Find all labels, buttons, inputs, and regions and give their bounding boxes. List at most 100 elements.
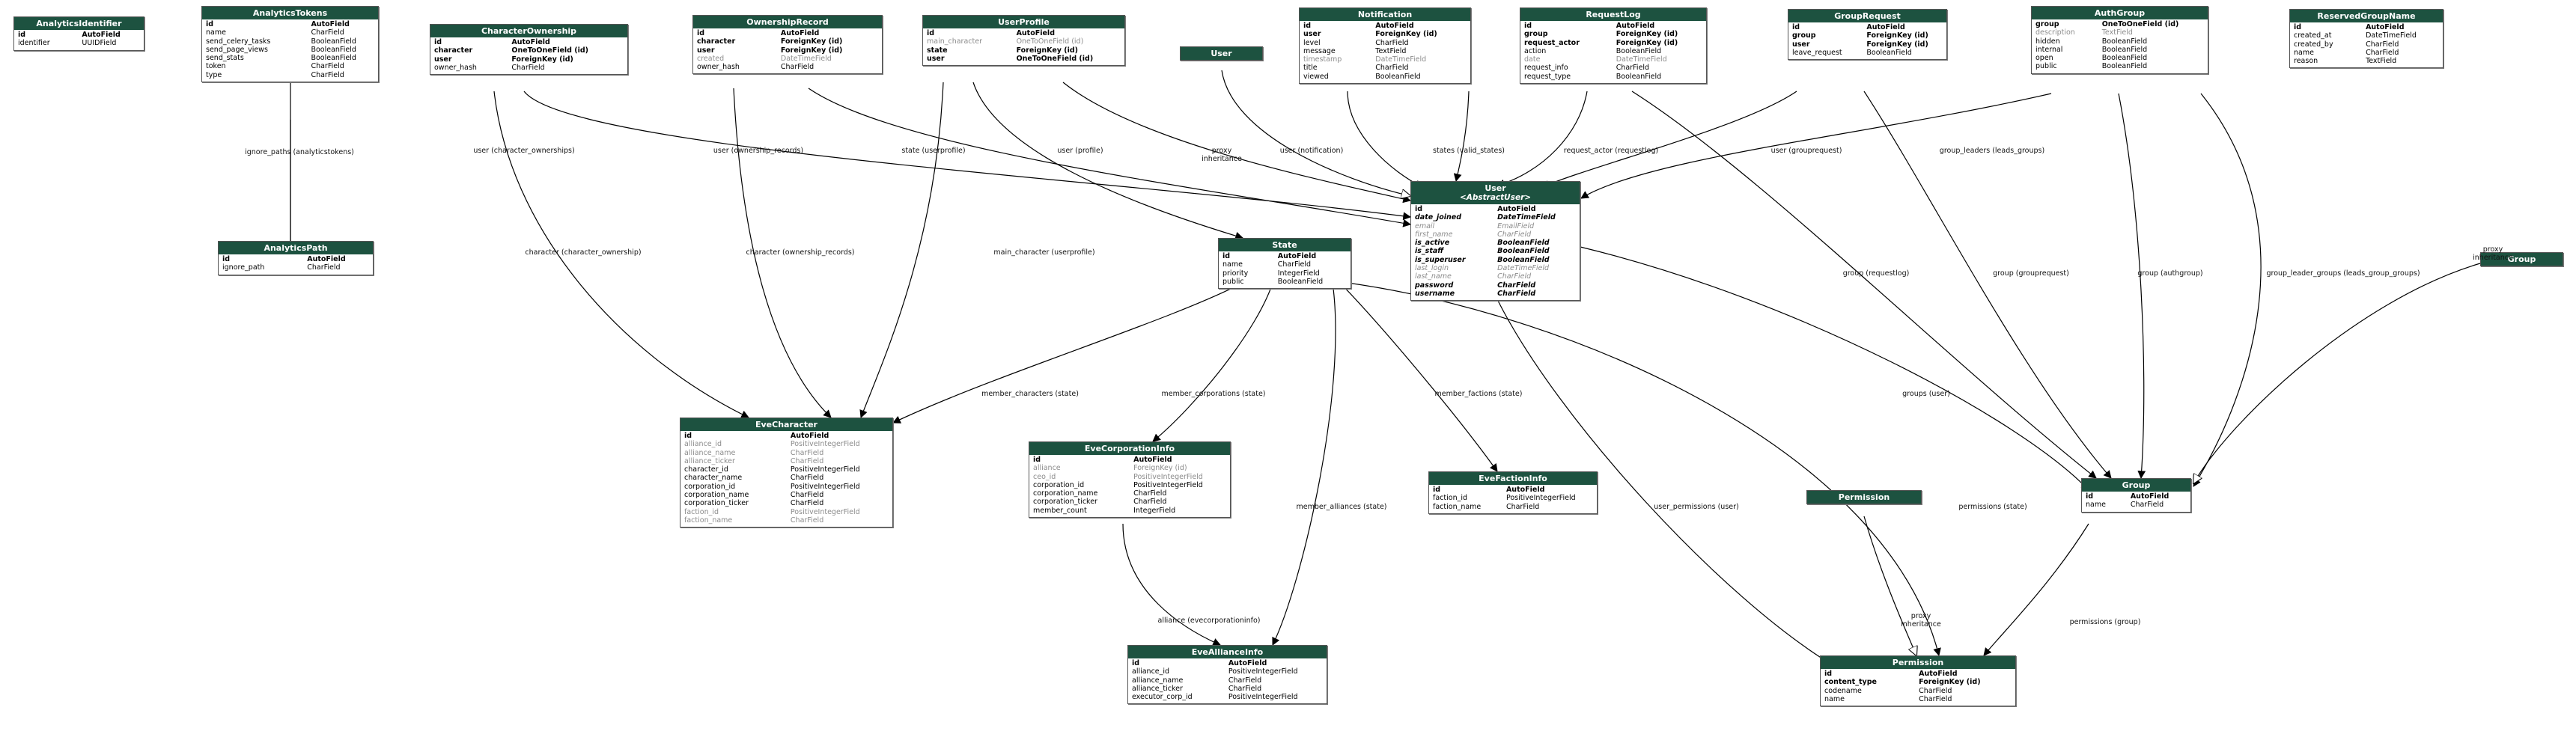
field-name: viewed: [1303, 72, 1329, 81]
field-name: name: [1222, 260, 1243, 269]
entity-title-grouprequest: GroupRequest: [1788, 10, 1946, 22]
field-type: CharField: [1228, 684, 1262, 693]
field-name: date: [1524, 55, 1541, 64]
field-type: CharField: [2130, 501, 2164, 510]
field-name: send_celery_tasks: [206, 37, 271, 46]
edge-label-member-characters: member_characters (state): [981, 390, 1079, 398]
edge-label-states-valid-states: states (valid_states): [1433, 147, 1505, 155]
field-name: id: [1824, 670, 1833, 678]
field-type: TextField: [2101, 28, 2133, 37]
entity-group_small[interactable]: Group: [2480, 252, 2563, 266]
field-name: user: [697, 46, 715, 55]
field-name: group: [1792, 31, 1816, 40]
edge-label-group-leaders: group_leaders (leads_groups): [1939, 147, 2045, 155]
field-name: executor_corp_id: [1132, 693, 1193, 702]
field-type: AutoField: [1866, 23, 1905, 31]
field-type: ForeignKey (id): [1133, 464, 1187, 473]
entity-permission_small[interactable]: Permission: [1806, 490, 1922, 504]
field-name: type: [206, 70, 222, 79]
entity-title-group_small: Group: [2481, 253, 2563, 266]
field-name: id: [1033, 456, 1041, 464]
field-type: DateTimeField: [1375, 55, 1427, 64]
field-type: BooleanField: [2101, 37, 2148, 46]
field-type: AutoField: [2366, 23, 2405, 31]
field-name: token: [206, 62, 226, 71]
field-name: content_type: [1824, 678, 1877, 687]
field-name: public: [1222, 277, 1244, 286]
field-name: is_active: [1415, 239, 1450, 248]
field-name: created_at: [2294, 31, 2332, 40]
field-type: TextField: [1375, 46, 1407, 55]
entity-title-evealllianceinfo: EveAllianceInfo: [1128, 646, 1327, 658]
field-type: CharField: [790, 448, 824, 457]
field-type: DateTimeField: [780, 54, 832, 63]
field-type: BooleanField: [1866, 48, 1912, 57]
field-name: id: [1433, 486, 1441, 494]
edge-label-member-alliances: member_alliances (state): [1296, 503, 1387, 511]
field-type: PositiveIntegerField: [790, 507, 860, 516]
entity-title-permission_full: Permission: [1821, 656, 2015, 669]
field-type: BooleanField: [1497, 247, 1550, 256]
entity-user_small[interactable]: User: [1180, 46, 1263, 61]
entity-title-characterownership: CharacterOwnership: [430, 25, 627, 37]
field-name: reason: [2294, 57, 2318, 66]
field-name: id: [222, 255, 231, 263]
field-type: PositiveIntegerField: [1228, 693, 1298, 702]
field-type: ForeignKey (id): [1375, 30, 1437, 39]
field-name: username: [1415, 289, 1455, 298]
entity-title-permission_small: Permission: [1807, 491, 1921, 504]
field-type: OneToOneField (id): [2101, 20, 2179, 28]
field-type: BooleanField: [2101, 45, 2148, 54]
field-type: PositiveIntegerField: [1228, 667, 1298, 676]
field-name: open: [2035, 54, 2053, 63]
field-type: CharField: [1919, 694, 1952, 703]
